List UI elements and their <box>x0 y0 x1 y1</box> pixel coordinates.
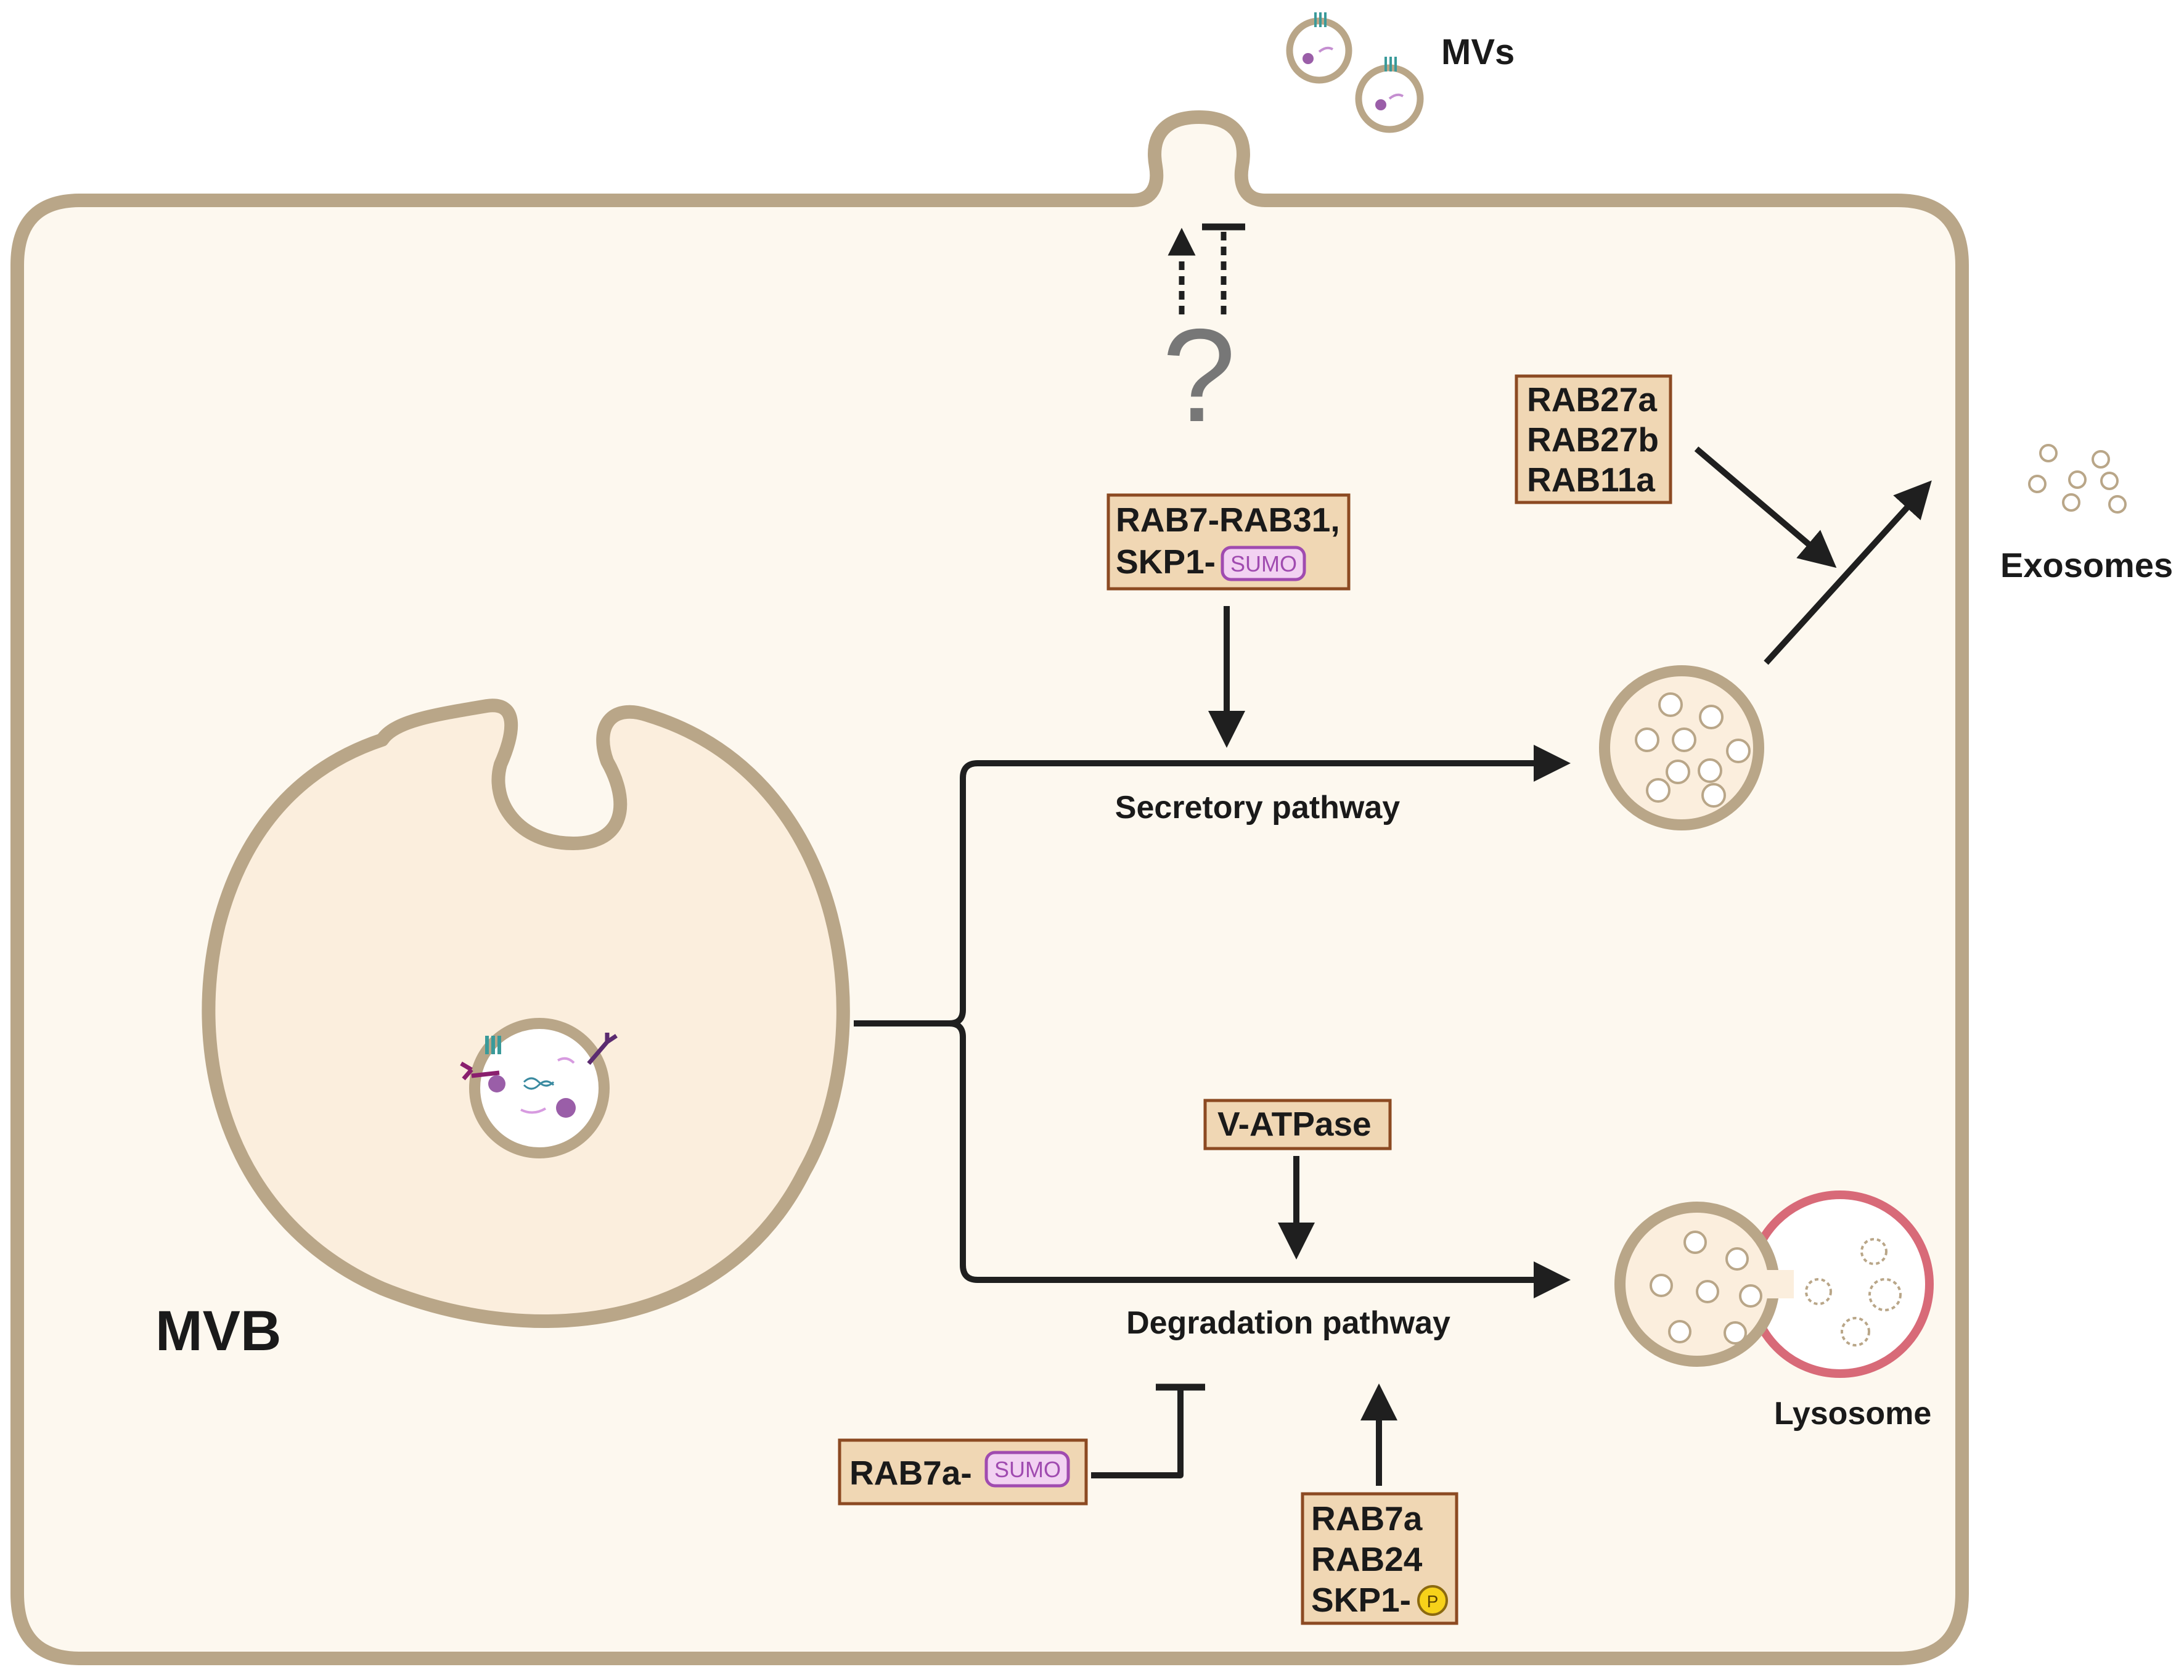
sumo-tag-text: SUMO <box>994 1457 1061 1482</box>
rab7a-label: RAB7a <box>1311 1499 1423 1538</box>
rab7a-prefix-label: RAB7a- <box>849 1454 972 1492</box>
mvb-membrane <box>202 699 850 1328</box>
rab7a-rab24-box: RAB7a RAB24 SKP1- P <box>1301 1492 1458 1625</box>
phospho-tag-text: P <box>1427 1592 1439 1611</box>
mvb-label: MVB <box>155 1300 281 1362</box>
intraluminal-vesicle <box>460 1018 618 1158</box>
rab7a-sumo-box: RAB7a- SUMO <box>838 1438 1088 1506</box>
secretory-mvb <box>1599 665 1764 830</box>
sumo-tag <box>1221 546 1306 581</box>
sumo-tag-text: SUMO <box>1230 551 1297 576</box>
rab27-box: RAB27a RAB27b RAB11a <box>1515 374 1672 504</box>
lysosome-fusion <box>1614 1190 1934 1378</box>
degradation-label: Degradation pathway <box>1126 1305 1450 1341</box>
phospho-tag <box>1417 1585 1448 1616</box>
skp1-label: SKP1- <box>1116 543 1216 581</box>
exosomes-label: Exosomes <box>2000 546 2173 584</box>
rab27b-label: RAB27b <box>1527 420 1659 459</box>
rab7-rab31-label: RAB7-RAB31, <box>1116 501 1340 539</box>
microvesicle <box>1286 12 1352 84</box>
degradation-branch <box>949 1020 1571 1298</box>
question-mark: ? <box>1162 301 1236 449</box>
vatpase-label: V-ATPase <box>1217 1105 1372 1143</box>
vatpase-box: V-ATPase <box>1203 1099 1392 1150</box>
rab24-label: RAB24 <box>1311 1540 1423 1578</box>
rab7a-sumo-inhibit-line <box>1091 1387 1184 1478</box>
microvesicle <box>1355 57 1424 133</box>
exosome-cluster <box>2028 444 2127 514</box>
rab27-arrow <box>1694 446 1837 568</box>
rab11a-label: RAB11a <box>1527 461 1655 499</box>
exocytosis-arrow <box>1764 480 1932 665</box>
secretory-label: Secretory pathway <box>1115 790 1400 826</box>
sumo-tag <box>984 1451 1070 1488</box>
skp1-p-label: SKP1- <box>1311 1581 1411 1619</box>
rab7-rab31-box: RAB7-RAB31, SKP1- SUMO <box>1106 493 1351 591</box>
mvs-label: MVs <box>1441 32 1515 72</box>
rab27a-label: RAB27a <box>1527 380 1657 419</box>
lysosome-label: Lysosome <box>1774 1396 1931 1432</box>
